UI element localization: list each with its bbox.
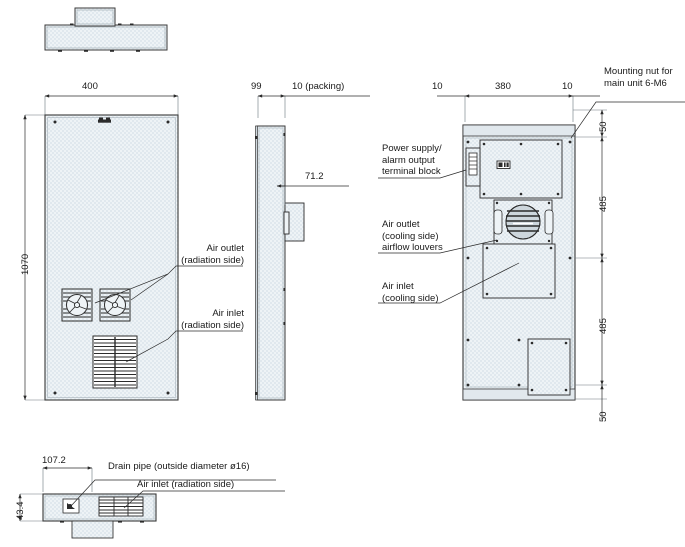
side-view	[255, 94, 370, 401]
louver-grille-front	[92, 335, 138, 389]
terminal-block	[465, 147, 481, 187]
airflow-louver-assembly	[493, 199, 554, 245]
callout-air-outlet-cooling-louvers: Air outlet (cooling side) airflow louver…	[382, 219, 443, 253]
dim-front-height: 1070	[20, 253, 31, 275]
top-view	[44, 7, 168, 52]
dim-rear-right-margin: 10	[562, 81, 573, 92]
dim-front-width: 400	[82, 81, 98, 92]
dim-bottom-depth: 43.4	[15, 501, 26, 521]
dim-rear-mid-lower: 485	[598, 318, 609, 334]
callout-drain-pipe: Drain pipe (outside diameter ø16)	[108, 461, 250, 472]
fan-radiation-2	[99, 288, 131, 322]
dim-side-projection: 71.2	[305, 171, 324, 182]
bottom-view	[18, 466, 285, 539]
rear-view	[378, 94, 685, 420]
callout-air-inlet-cooling: Air inlet (cooling side)	[382, 281, 439, 304]
fan-radiation-1	[61, 288, 93, 322]
callout-air-outlet-radiation: Air outlet (radiation side)	[181, 243, 244, 266]
dim-side-packing: 10 (packing)	[292, 81, 345, 92]
louver-grille-bottom	[98, 496, 144, 517]
callout-mounting-nut: Mounting nut for main unit 6-M6	[604, 66, 673, 89]
dim-side-depth: 99	[251, 81, 262, 92]
dim-rear-left-margin: 10	[432, 81, 443, 92]
dim-rear-top-offset: 50	[598, 121, 609, 132]
dim-bottom-drain-offset: 107.2	[42, 455, 66, 466]
dim-rear-width: 380	[495, 81, 511, 92]
brand-mark	[98, 117, 111, 123]
callout-power-supply-terminal-block: Power supply/ alarm output terminal bloc…	[382, 143, 442, 177]
callout-air-inlet-radiation-bottom: Air inlet (radiation side)	[137, 479, 235, 490]
dim-rear-mid-upper: 485	[598, 196, 609, 212]
front-view	[23, 94, 243, 401]
callout-air-inlet-radiation: Air inlet (radiation side)	[181, 308, 244, 331]
dim-rear-bottom-offset: 50	[598, 411, 609, 422]
